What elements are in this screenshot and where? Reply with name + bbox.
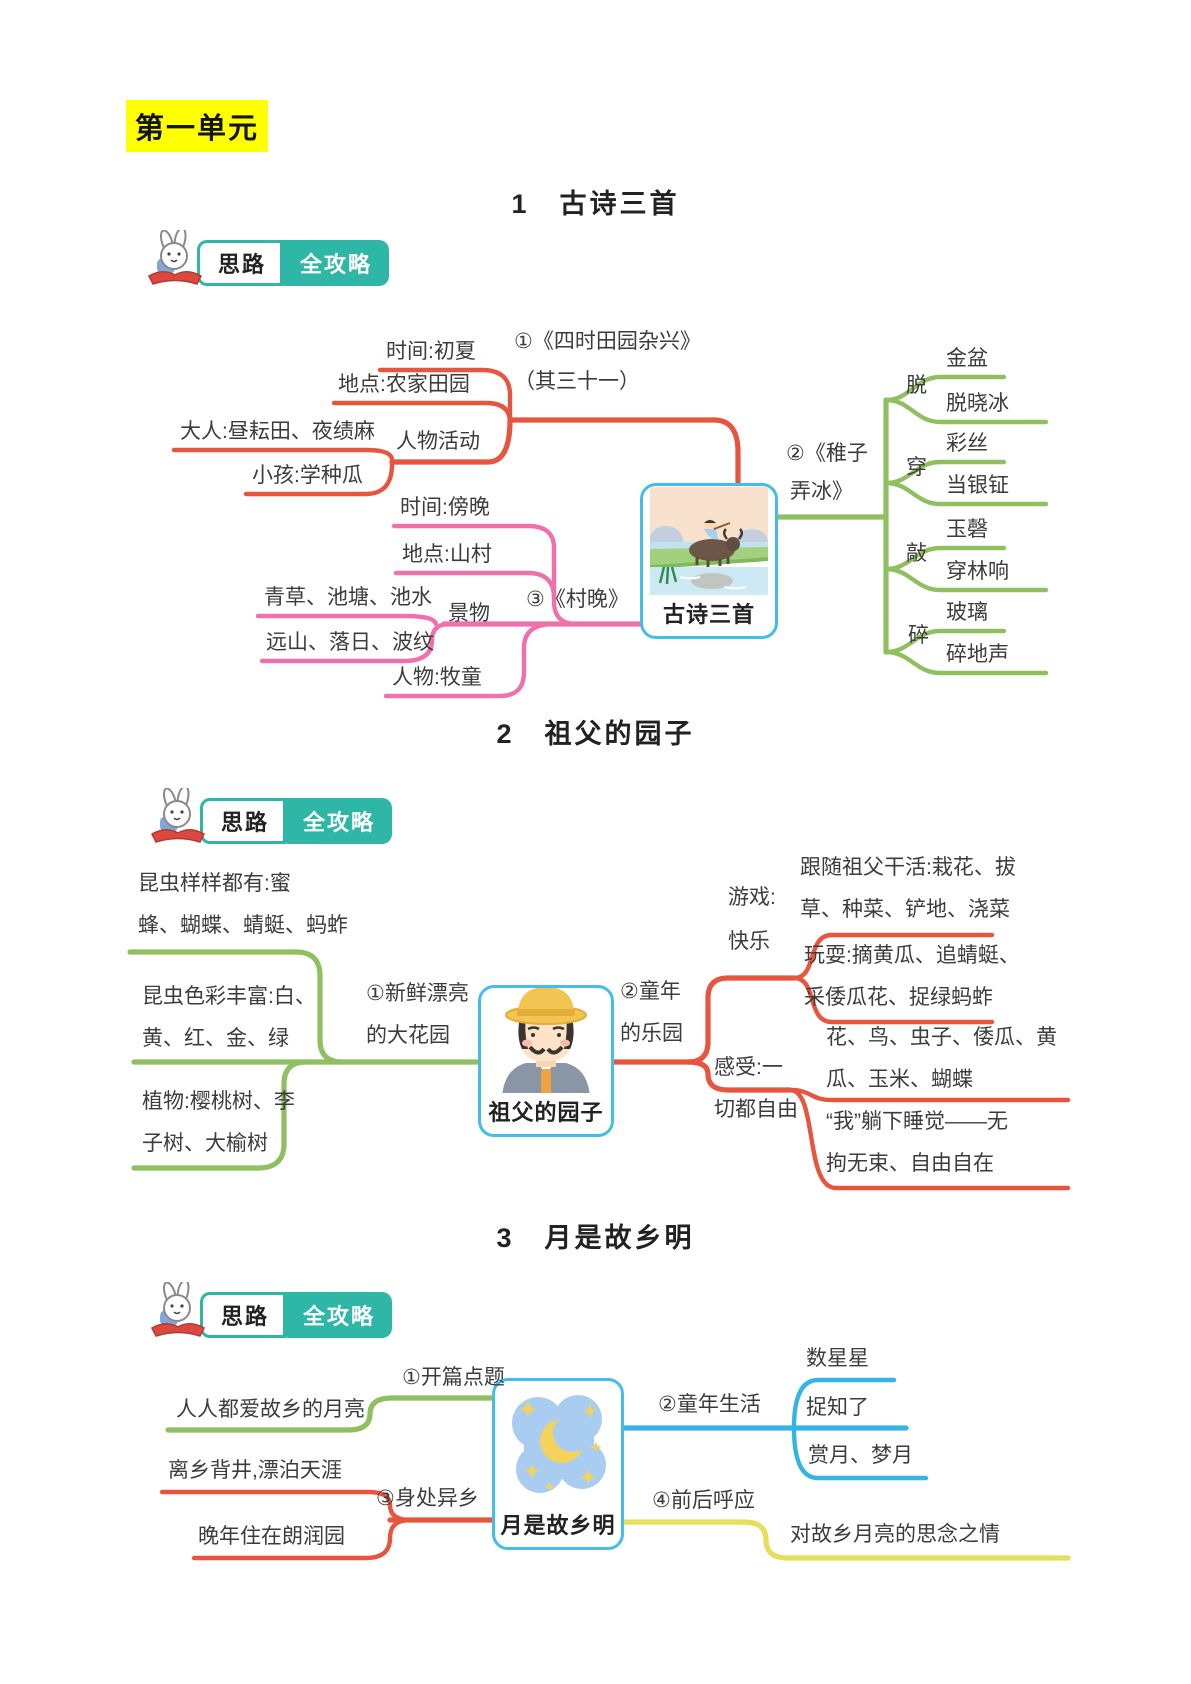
map3-branch2-label: ②童年生活 [658, 1393, 761, 1416]
unit-tag: 第一单元 [126, 100, 269, 152]
map2-work-line2: 草、种菜、铲地、浇菜 [800, 898, 1010, 921]
map1-leaf-chuanlinxiang: 穿林响 [946, 560, 1009, 583]
map2-right-branch-label-line2: 的乐园 [620, 1022, 683, 1045]
map1-poem1-adult: 大人:昼耘田、夜绩麻 [180, 420, 375, 443]
moon-night-illustration [495, 1381, 621, 1506]
map2-center-label: 祖父的园子 [488, 1100, 604, 1125]
map1-poem1-title-line2: （其三十一） [514, 370, 640, 393]
map1-poem3-title: ③《村晚》 [526, 588, 629, 611]
map2-insects-color-line1: 昆虫色彩丰富:白、 [142, 985, 316, 1008]
map2-center-node: 祖父的园子 [478, 985, 614, 1137]
map1-key-sui: 碎 [908, 624, 929, 647]
map2-insects-variety-line2: 蜂、蝴蝶、蜻蜓、蚂蚱 [138, 914, 348, 937]
map3-branch4-label: ④前后呼应 [652, 1489, 755, 1512]
map2-play-line2: 采倭瓜花、捉绿蚂蚱 [804, 986, 993, 1009]
strategy-badge-3: 思路 全攻略 [148, 1282, 393, 1338]
map2-feeling-label-line1: 感受:一 [714, 1056, 783, 1079]
map2-insects-variety-line1: 昆虫样样都有:蜜 [138, 872, 291, 895]
map1-leaf-yuqing: 玉磬 [946, 518, 988, 541]
map3-branch1-label: ①开篇点题 [402, 1366, 505, 1389]
lesson1-title: 1 古诗三首 [511, 189, 680, 219]
map1-poem3-scene: 景物 [448, 602, 490, 625]
map2-left-branch-label-line1: ①新鲜漂亮 [366, 982, 469, 1005]
map3-branch2-leaf1: 数星星 [806, 1347, 869, 1370]
map1-poem1-title-line1: ①《四时田园杂兴》 [514, 330, 701, 353]
map2-sleep-line1: “我”躺下睡觉——无 [826, 1110, 1008, 1133]
map2-play-line1: 玩耍:摘黄瓜、追蜻蜓、 [804, 944, 1020, 967]
map1-poem1-time: 时间:初夏 [386, 340, 476, 363]
map2-sleep-line2: 拘无束、自由自在 [826, 1152, 994, 1175]
map1-poem3-person: 人物:牧童 [392, 666, 482, 689]
map3-branch3-leaf1: 离乡背井,漂泊天涯 [168, 1459, 342, 1482]
buffalo-scene-illustration [643, 486, 775, 595]
map1-leaf-tuoxiaobing: 脱晓冰 [946, 392, 1009, 415]
badge-quangonglue-label: 全攻略 [283, 240, 390, 286]
lesson2-title: 2 祖父的园子 [496, 719, 695, 749]
map2-insects-color-line2: 黄、红、金、绿 [142, 1027, 289, 1050]
map1-key-chuan: 穿 [906, 456, 927, 479]
map1-poem3-time: 时间:傍晚 [400, 496, 490, 519]
map1-key-qiao: 敲 [906, 542, 927, 565]
grandfather-avatar-illustration [481, 988, 611, 1093]
lesson3-title: 3 月是故乡明 [496, 1223, 695, 1253]
map1-poem3-place: 地点:山村 [402, 543, 492, 566]
map2-freedom-things-line1: 花、鸟、虫子、倭瓜、黄 [826, 1026, 1057, 1049]
badge-quangonglue-label: 全攻略 [286, 798, 393, 844]
badge-silu-label: 思路 [197, 240, 284, 286]
map3-branch2-leaf2: 捉知了 [806, 1396, 869, 1419]
map1-leaf-caisi: 彩丝 [946, 432, 988, 455]
rabbit-mascot-icon [151, 1282, 205, 1337]
map1-poem3-scene2: 远山、落日、波纹 [266, 631, 434, 654]
map3-branch1-text: 人人都爱故乡的月亮 [176, 1398, 365, 1421]
strategy-badge-2: 思路 全攻略 [148, 788, 393, 844]
map1-leaf-jinpen: 金盆 [946, 347, 988, 370]
map3-branch4-text: 对故乡月亮的思念之情 [790, 1523, 1000, 1546]
map2-feeling-label-line2: 切都自由 [714, 1098, 798, 1121]
badge-silu-label: 思路 [200, 1292, 287, 1338]
map2-games-label-line1: 游戏: [728, 886, 776, 909]
map1-center-label: 古诗三首 [662, 602, 755, 627]
strategy-badge-1: 思路 全攻略 [145, 230, 390, 286]
map2-plants-line1: 植物:樱桃树、李 [142, 1090, 295, 1113]
map1-poem1-place: 地点:农家田园 [338, 373, 470, 396]
map2-left-branch-label-line2: 的大花园 [366, 1024, 450, 1047]
map1-leaf-suidisheng: 碎地声 [946, 643, 1009, 666]
map2-work-line1: 跟随祖父干活:栽花、拔 [800, 856, 1016, 879]
map2-plants-line2: 子树、大榆树 [142, 1132, 268, 1155]
badge-silu-label: 思路 [200, 798, 287, 844]
badge-quangonglue-label: 全攻略 [286, 1292, 393, 1338]
map3-branch3-leaf2: 晚年住在朗润园 [198, 1525, 345, 1548]
rabbit-mascot-icon [148, 230, 202, 285]
map1-poem1-activity: 人物活动 [396, 430, 480, 453]
map3-center-label: 月是故乡明 [500, 1513, 616, 1538]
map1-center-node: 古诗三首 [640, 483, 778, 639]
map1-key-tuo: 脱 [906, 374, 927, 397]
map3-branch2-leaf3: 赏月、梦月 [808, 1444, 913, 1467]
map1-poem1-child: 小孩:学种瓜 [252, 464, 363, 487]
map1-poem3-scene1: 青草、池塘、池水 [264, 586, 432, 609]
map1-leaf-boli: 玻璃 [946, 601, 988, 624]
map3-center-node: 月是故乡明 [492, 1378, 624, 1550]
map2-freedom-things-line2: 瓜、玉米、蝴蝶 [826, 1068, 973, 1091]
map1-poem2-title-line2: 弄冰》 [790, 480, 853, 503]
map2-games-label-line2: 快乐 [728, 930, 770, 953]
map1-leaf-dangyinzheng: 当银钲 [946, 474, 1009, 497]
rabbit-mascot-icon [151, 788, 205, 843]
map2-right-branch-label-line1: ②童年 [620, 980, 681, 1003]
map1-poem2-title-line1: ②《稚子 [786, 442, 868, 465]
map3-branch3-label: ③身处异乡 [376, 1487, 479, 1510]
